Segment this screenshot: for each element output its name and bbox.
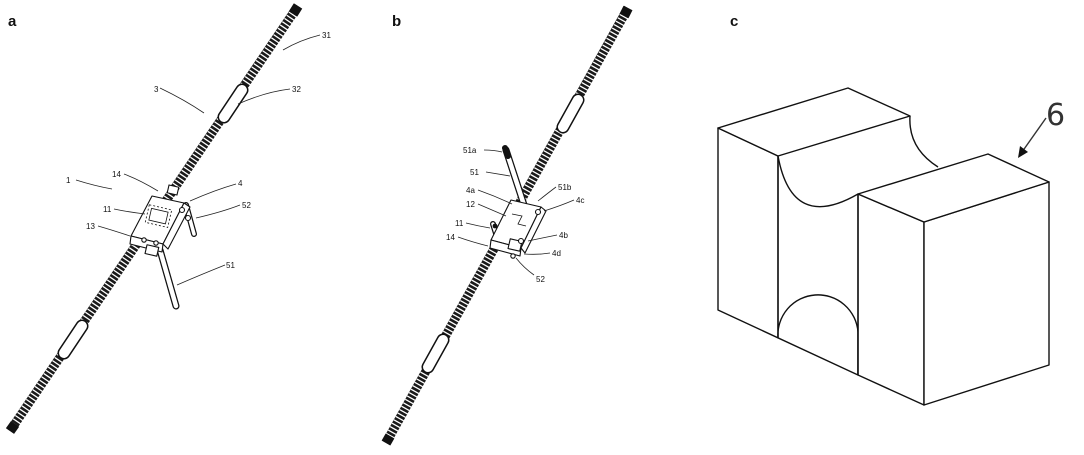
callout-4: 4	[238, 179, 243, 188]
clamp-device-a	[129, 184, 192, 257]
callout-12: 12	[466, 200, 475, 209]
callout-6: 6	[1046, 98, 1065, 133]
block-top-right-face	[857, 153, 1050, 223]
callout-1: 1	[66, 176, 71, 185]
callout-4b: 4b	[559, 231, 568, 240]
callout-52-b: 52	[536, 275, 545, 284]
callout-4d: 4d	[552, 249, 561, 258]
callout-51: 51	[226, 261, 235, 270]
callouts-b: 51a 51 4a 51b 12 4c 11 4b 14 4d 52	[446, 146, 584, 284]
block-front-left-face	[717, 127, 859, 376]
clamp-device-b	[489, 199, 547, 259]
callout-14-b: 14	[446, 233, 455, 242]
leader-lines-b	[457, 149, 575, 276]
panel-a: a	[5, 3, 331, 434]
panel-b: b	[381, 5, 633, 446]
block-front-right-face	[857, 193, 925, 406]
callout-4a: 4a	[466, 186, 475, 195]
callout-51-b: 51	[470, 168, 479, 177]
callouts-a: 31 3 32 1 14 4 11 52 13 51	[66, 31, 331, 270]
callout-51b: 51b	[558, 183, 572, 192]
callout-3: 3	[154, 85, 159, 94]
callout-51a: 51a	[463, 146, 477, 155]
callout-11: 11	[103, 205, 112, 214]
leader-lines-a	[75, 34, 321, 286]
callout-52: 52	[242, 201, 251, 210]
rod-sleeve-lower	[57, 319, 89, 360]
panel-b-letter: b	[392, 13, 401, 30]
rod-sleeve-upper-b	[556, 93, 585, 134]
panel-a-letter: a	[8, 13, 17, 30]
rod-sleeve-upper	[217, 83, 249, 124]
callout-11-b: 11	[455, 219, 464, 228]
callout-31: 31	[322, 31, 331, 40]
callout-14: 14	[112, 170, 121, 179]
callout-13: 13	[86, 222, 95, 231]
reference-arrow-6: 6	[1018, 98, 1065, 158]
pin-51-a	[156, 246, 180, 310]
pin-51-b	[502, 145, 528, 209]
callout-4c: 4c	[576, 196, 584, 205]
block-upper-groove	[777, 155, 859, 208]
panel-c: c 6	[717, 13, 1065, 406]
callout-32: 32	[292, 85, 301, 94]
rod-sleeve-lower-b	[421, 333, 450, 374]
saddle-block	[717, 87, 1050, 406]
panel-c-letter: c	[730, 13, 738, 30]
